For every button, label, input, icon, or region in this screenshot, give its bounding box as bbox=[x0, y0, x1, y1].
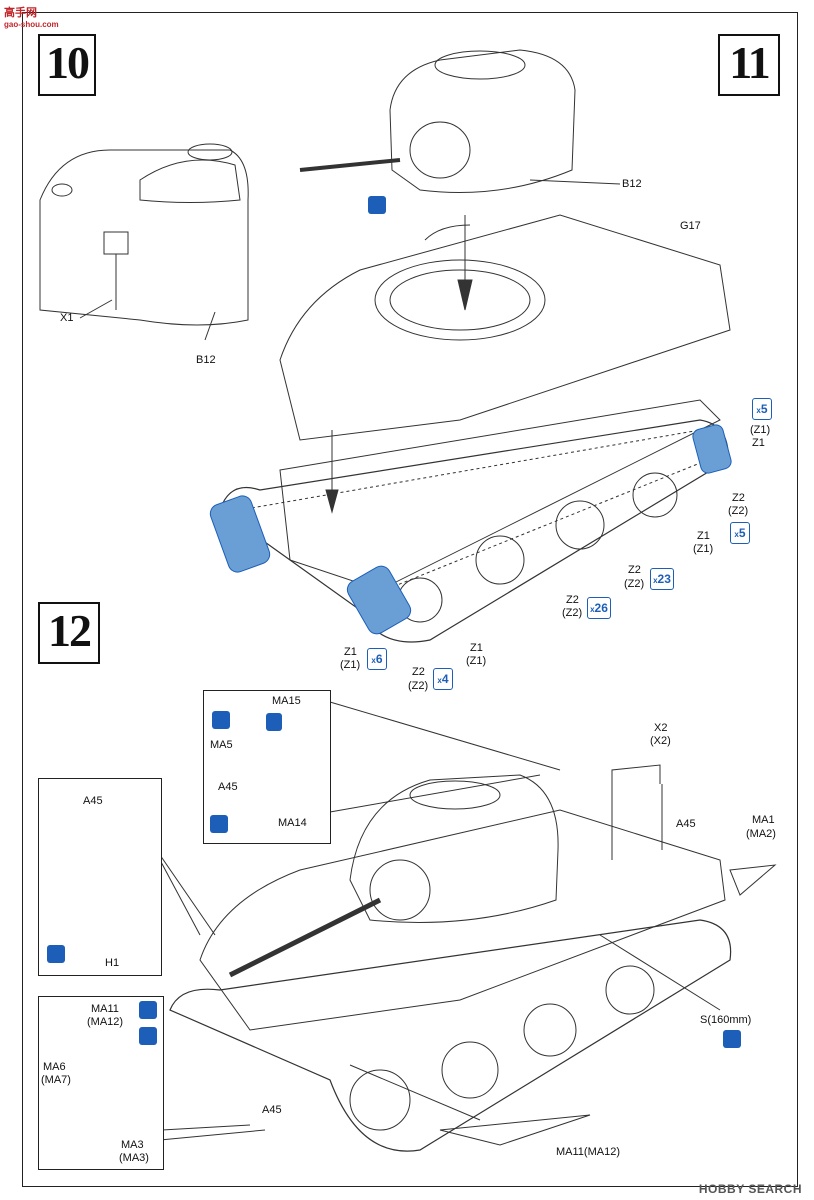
part-label-ma14: MA14 bbox=[278, 817, 307, 829]
qty-badge-5-right-top: x5 bbox=[752, 398, 772, 420]
part-label-x1: X1 bbox=[60, 312, 74, 324]
part-label-z2-paren-d: (Z2) bbox=[408, 680, 429, 692]
part-label-ma11-ma12: MA11(MA12) bbox=[556, 1146, 620, 1158]
part-label-z2-paren-b: (Z2) bbox=[624, 578, 645, 590]
part-label-ma15: MA15 bbox=[272, 695, 301, 707]
step-number-12: 12 bbox=[38, 602, 100, 664]
part-label-ma7: (MA7) bbox=[41, 1074, 71, 1086]
part-label-ma3-paren: (MA3) bbox=[119, 1152, 149, 1164]
part-label-ma6: MA6 bbox=[43, 1061, 66, 1073]
part-label-z1-paren-d: (Z1) bbox=[340, 659, 361, 671]
part-label-b12: B12 bbox=[622, 178, 642, 190]
detail-inset-bottom: MA11 (MA12) MA6 (MA7) MA3 (MA3) bbox=[38, 996, 164, 1170]
part-label-x2-paren: (X2) bbox=[650, 735, 671, 747]
optional-symbol-icon bbox=[723, 1030, 741, 1048]
glue-symbol-icon bbox=[212, 711, 230, 729]
part-label-s160: S(160mm) bbox=[700, 1014, 752, 1026]
qty-badge-4: x4 bbox=[433, 668, 453, 690]
part-label-ma12: (MA12) bbox=[87, 1016, 124, 1028]
glue-symbol-bottom-icon bbox=[139, 1027, 157, 1045]
part-label-ma2: (MA2) bbox=[746, 828, 776, 840]
part-label-z1-paren-b: (Z1) bbox=[693, 543, 714, 555]
part-label-z2-paren-c: (Z2) bbox=[562, 607, 583, 619]
part-label-ma5: MA5 bbox=[210, 739, 233, 751]
part-label-z1-c: Z1 bbox=[470, 642, 483, 654]
part-label-x2: X2 bbox=[654, 722, 668, 734]
drop-symbol-icon bbox=[266, 713, 282, 731]
qty-badge-23: x23 bbox=[650, 568, 674, 590]
site-logo-sub: gao-shou.com bbox=[4, 20, 59, 29]
part-label-z2-b: Z2 bbox=[628, 564, 641, 576]
step-number-11: 11 bbox=[718, 34, 780, 96]
part-label-z1-b: Z1 bbox=[697, 530, 710, 542]
qty-badge-5-right-bottom: x5 bbox=[730, 522, 750, 544]
part-label-ma3: MA3 bbox=[121, 1139, 144, 1151]
part-label-z2-d: Z2 bbox=[412, 666, 425, 678]
paint-symbol-icon bbox=[210, 815, 228, 833]
part-label-z1-paren-a: (Z1) bbox=[750, 424, 771, 436]
part-label-a45-bottom: A45 bbox=[262, 1104, 282, 1116]
part-label-z1-a: Z1 bbox=[752, 437, 765, 449]
page-frame bbox=[22, 12, 798, 1187]
part-label-a45-right: A45 bbox=[676, 818, 696, 830]
part-label-b12-step10: B12 bbox=[196, 354, 216, 366]
qty-badge-26: x26 bbox=[587, 597, 611, 619]
part-label-h1: H1 bbox=[105, 957, 120, 969]
part-label-z2-c: Z2 bbox=[566, 594, 579, 606]
detail-inset-top: MA15 MA5 A45 MA14 bbox=[203, 690, 331, 844]
detail-inset-left: A45 H1 bbox=[38, 778, 162, 976]
qty-badge-6: x6 bbox=[367, 648, 387, 670]
part-label-g17: G17 bbox=[680, 220, 701, 232]
site-logo-text: 高手网 bbox=[4, 7, 37, 19]
part-label-ma11: MA11 bbox=[91, 1003, 119, 1015]
watermark: HOBBY SEARCH bbox=[698, 1182, 802, 1196]
part-label-z2-paren-a: (Z2) bbox=[728, 505, 749, 517]
part-label-a45-inset: A45 bbox=[218, 781, 238, 793]
paint-symbol-left-icon bbox=[47, 945, 65, 963]
part-label-ma1: MA1 bbox=[752, 814, 775, 826]
assembly-symbol-icon bbox=[368, 196, 386, 214]
site-logo: 高手网 gao-shou.com bbox=[4, 4, 59, 29]
part-label-z1-paren-c: (Z1) bbox=[466, 655, 487, 667]
paint-symbol-bottom-icon bbox=[139, 1001, 157, 1019]
part-label-a45-left: A45 bbox=[83, 795, 103, 807]
part-label-z2-a: Z2 bbox=[732, 492, 745, 504]
part-label-z1-d: Z1 bbox=[344, 646, 357, 658]
step-number-10: 10 bbox=[38, 34, 96, 96]
